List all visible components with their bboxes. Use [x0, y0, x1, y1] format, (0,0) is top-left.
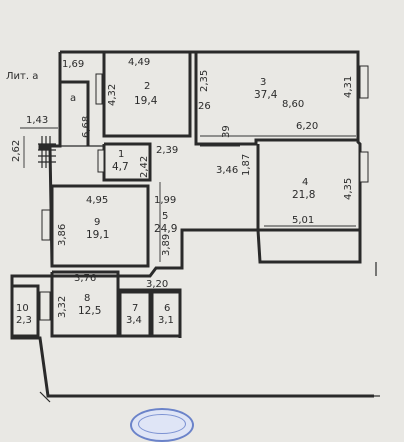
dim-1-69: 1,69 [62, 59, 85, 70]
floor-plan-drawing [10, 50, 380, 403]
room-10-number: 10 [16, 303, 29, 314]
dim-6-20: 6,20 [296, 121, 319, 132]
dim-8-60: 8,60 [282, 99, 305, 110]
room-10-area: 2,3 [16, 315, 32, 326]
room-5-number: 5 [162, 211, 169, 222]
room-7-area: 3,4 [126, 315, 142, 326]
dim-1-99: 1,99 [154, 195, 177, 206]
room-8-number: 8 [84, 293, 91, 304]
room-6-number: 6 [164, 303, 171, 314]
room-8-walls [50, 270, 120, 338]
room-9-walls [50, 184, 150, 268]
edge-tick [39, 391, 51, 403]
dim-2-35: 2,35 [199, 69, 210, 92]
room-8-area: 12,5 [78, 305, 102, 317]
room-a-number: a [70, 93, 77, 104]
dim-3-46: 3,46 [216, 165, 239, 176]
window [359, 151, 369, 183]
room-3-walls [194, 52, 358, 146]
dim-4-32: 4,32 [107, 83, 118, 106]
room-1-number: 1 [118, 149, 125, 160]
dim-3-76: 3,76 [74, 273, 97, 284]
dim-3-86: 3,86 [57, 223, 68, 246]
dim-2-42: 2,42 [139, 155, 150, 178]
room-7-walls [118, 290, 152, 338]
dim-26: 26 [198, 101, 211, 112]
dim-2-39: 2,39 [156, 145, 179, 156]
floor-plan: Лит. а 1,69 4,49 2,35 4,31 4,32 6,68 1,4… [6, 50, 380, 442]
stamp-inner-ring [138, 414, 186, 434]
dim-1-43: 1,43 [26, 115, 49, 126]
dim-3-32: 3,32 [57, 295, 68, 318]
room-2-walls [102, 50, 192, 138]
dim-4-35: 4,35 [343, 177, 354, 200]
stamp-seal [130, 408, 194, 442]
room-1-area: 4,7 [112, 161, 129, 173]
room-5-area: 24,9 [154, 223, 178, 235]
dim-4-49: 4,49 [128, 57, 151, 68]
room-9-area: 19,1 [86, 229, 110, 241]
dim-3-89: 3,89 [161, 233, 172, 256]
room-6-walls [150, 290, 182, 338]
window [359, 65, 369, 99]
room-3-number: 3 [260, 77, 267, 88]
dim-4-31: 4,31 [343, 75, 354, 98]
room-9-number: 9 [94, 217, 101, 228]
entry-steps [38, 136, 56, 168]
dim-39: 39 [221, 125, 232, 138]
dim-4-95: 4,95 [86, 195, 109, 206]
room-4-area: 21,8 [292, 189, 316, 201]
dim-2-62: 2,62 [11, 139, 22, 162]
room-2-number: 2 [144, 81, 151, 92]
room-4-walls [256, 144, 360, 232]
room-10-walls [10, 284, 40, 338]
room-2-area: 19,4 [134, 95, 158, 107]
window [97, 149, 105, 173]
room-a-walls [60, 80, 90, 146]
window [39, 291, 51, 321]
window [41, 209, 51, 241]
lit-label: Лит. а [6, 71, 39, 82]
window [95, 73, 103, 105]
room-3-area: 37,4 [254, 89, 278, 101]
room-4-number: 4 [302, 177, 309, 188]
dim-5-01: 5,01 [292, 215, 315, 226]
dim-3-20: 3,20 [146, 279, 169, 290]
dim-1-87: 1,87 [241, 153, 252, 176]
outer-wall [10, 50, 374, 398]
dim-6-68: 6,68 [81, 115, 92, 138]
room-7-number: 7 [132, 303, 139, 314]
room-6-area: 3,1 [158, 315, 174, 326]
